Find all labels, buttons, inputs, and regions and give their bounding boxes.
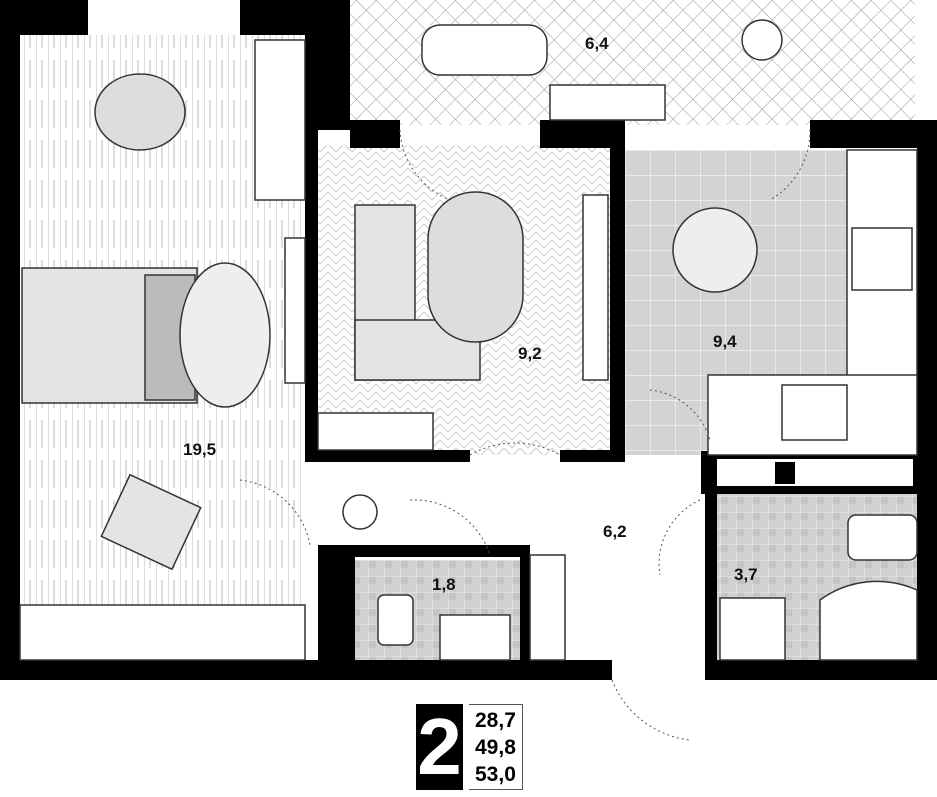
shoe-rack: [529, 554, 566, 661]
sink: [781, 384, 848, 441]
wc-sink: [439, 614, 511, 661]
room-area-bathroom: 3,7: [734, 565, 758, 584]
balcony-shelf: [549, 84, 666, 121]
round-rug: [94, 73, 186, 151]
tv-stand: [284, 237, 306, 384]
total-area-with-balcony: 53,0: [475, 762, 516, 786]
living-area: 28,7: [475, 708, 516, 732]
room-area-kitchen: 9,4: [713, 332, 737, 351]
bathtub: [847, 514, 918, 561]
doors: [239, 129, 811, 741]
bookshelf: [317, 412, 434, 451]
living-tv: [582, 194, 609, 381]
shower: [819, 580, 918, 661]
washing-machine: [719, 597, 786, 661]
room-area-bedroom: 19,5: [183, 440, 216, 459]
room-area-hallway: 6,2: [603, 522, 627, 541]
toilet: [377, 594, 414, 646]
stove: [851, 227, 913, 291]
balcony-sofa: [421, 24, 548, 76]
walls: [0, 0, 937, 680]
desk: [254, 39, 306, 201]
furniture: [19, 19, 918, 661]
area-summary: 28,7 49,8 53,0: [469, 704, 523, 790]
wardrobe: [19, 604, 306, 661]
robot-vacuum: [342, 494, 378, 530]
apartment-legend: 2 28,7 49,8 53,0: [416, 704, 523, 790]
armchair: [100, 473, 202, 571]
coffee-table-rug: [427, 191, 524, 343]
total-area: 49,8: [475, 735, 516, 759]
room-area-wc: 1,8: [432, 575, 456, 594]
room-count-badge: 2: [416, 702, 463, 791]
room-area-living-room: 9,2: [518, 344, 542, 363]
dining-table: [672, 207, 758, 293]
rug: [179, 262, 271, 408]
room-area-balcony: 6,4: [585, 34, 609, 53]
